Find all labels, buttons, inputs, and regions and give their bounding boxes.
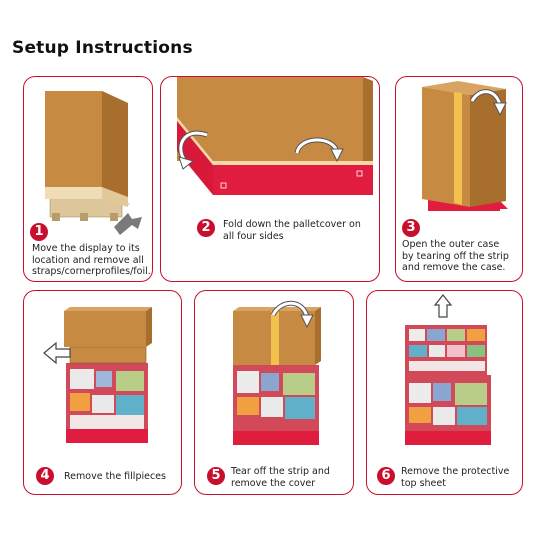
step-number: 3 xyxy=(402,219,420,237)
step-instruction: Remove the protective top sheet xyxy=(401,466,510,489)
step-instruction: Tear off the strip and remove the cover xyxy=(231,466,330,489)
step-number: 4 xyxy=(36,467,54,485)
step-instruction: Remove the fillpieces xyxy=(64,471,166,482)
step-3-illustration xyxy=(422,81,508,211)
step-instruction: Fold down the palletcover on all four si… xyxy=(223,219,361,242)
step-3-card: 3 Open the outer case by tearing off the… xyxy=(395,76,523,282)
page-title: Setup Instructions xyxy=(12,38,193,58)
step-6-card: 6 Remove the protective top sheet xyxy=(366,290,523,495)
step-1-illustration xyxy=(45,91,142,235)
step-5-illustration xyxy=(233,300,321,445)
step-number: 2 xyxy=(197,219,215,237)
step-4-card: 4 Remove the fillpieces xyxy=(23,290,182,495)
step-5-card: 5 Tear off the strip and remove the cove… xyxy=(194,290,354,495)
step-4-illustration xyxy=(43,307,152,443)
step-2-illustration xyxy=(177,77,373,195)
step-instruction: Open the outer case by tearing off the s… xyxy=(402,239,509,273)
step-number: 1 xyxy=(30,223,48,241)
step-6-illustration xyxy=(405,294,491,445)
step-number: 6 xyxy=(377,467,395,485)
step-1-card: 1 Move the display to its location and r… xyxy=(23,76,153,282)
step-number: 5 xyxy=(207,467,225,485)
step-2-card: 2 Fold down the palletcover on all four … xyxy=(160,76,380,282)
step-instruction: Move the display to its location and rem… xyxy=(32,243,151,277)
